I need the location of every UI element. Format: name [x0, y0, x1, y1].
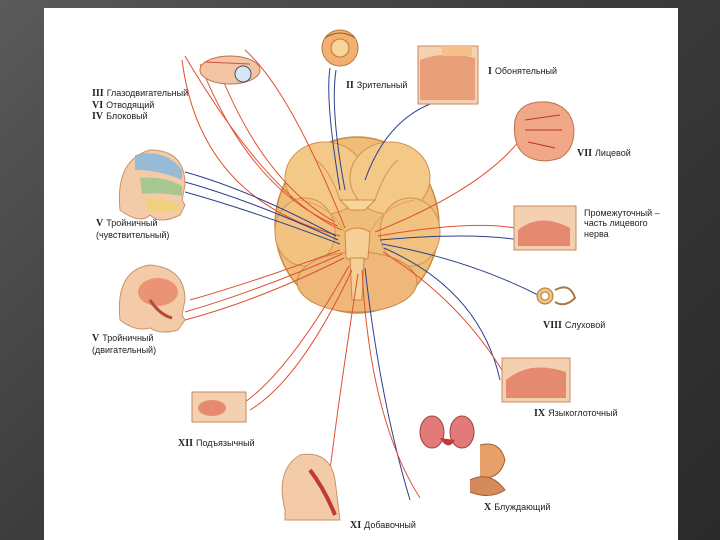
- tongue-xii-illustration: [192, 392, 246, 422]
- nasal-section-illustration: [418, 46, 478, 104]
- eye-illustration: [322, 30, 358, 66]
- face-facial-nerve-illustration: [514, 102, 574, 161]
- vagus-organs-illustration: [420, 416, 505, 496]
- label-intermediate-nerve: Промежуточный – часть лицевого нерва: [584, 208, 660, 239]
- brain: [275, 137, 440, 313]
- inner-ear-illustration: [537, 287, 575, 304]
- face-motor-illustration: [119, 265, 185, 332]
- pons: [345, 228, 370, 261]
- tongue-section-illustration: [514, 206, 576, 250]
- neck-muscles-illustration: [282, 454, 340, 520]
- face-sensory-illustration: [119, 150, 185, 220]
- eye-muscles-illustration: [200, 56, 260, 84]
- pharynx-section-illustration: [502, 358, 570, 402]
